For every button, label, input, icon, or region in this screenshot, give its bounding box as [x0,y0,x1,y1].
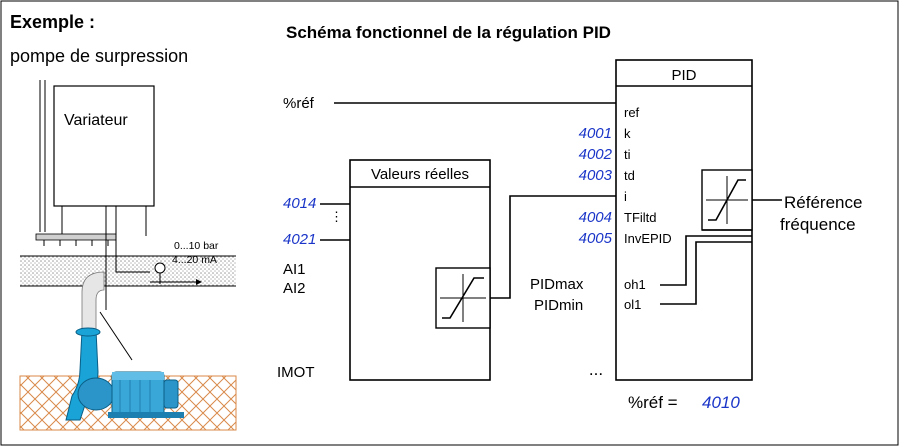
output-label-line2: fréquence [780,215,856,234]
motor-base [108,412,184,418]
signal-ai1: AI1 [283,261,306,278]
param-4005: 4005 [579,230,613,247]
pump-flange [75,327,101,337]
vertical-ellipsis: ⋮ [330,209,343,224]
signal-ai2: AI2 [283,280,306,297]
pid-input-td: td [624,168,635,183]
sensor-range-bar: 0...10 bar [174,240,219,252]
pump-housing [77,377,115,411]
actual-values-label: Valeurs réelles [371,166,469,183]
motor-fins [119,380,151,412]
example-title: Exemple : [10,12,95,32]
ref-input-label: %réf [283,95,315,112]
ref-param-value: 4010 [702,393,740,412]
output-label-line1: Référence [784,193,862,212]
pump-pipe [65,329,99,421]
actual-limiter-curve-icon [442,277,484,319]
param-4014: 4014 [283,195,316,212]
sensor-range-ma: 4...20 mA [172,254,217,266]
ref-param-label: %réf = [628,393,678,412]
motor-cable [99,311,133,361]
pressure-sensor-icon [154,262,166,274]
pid-input-ref: ref [624,105,640,120]
pid-input-i: i [624,189,627,204]
flow-arrow-head-icon [196,279,202,285]
example-subtitle: pompe de surpression [10,46,188,66]
param-4001: 4001 [579,125,612,142]
sensor-wire [115,206,150,273]
pid-input-ti: ti [624,147,631,162]
pid-input-ol1: ol1 [624,297,641,312]
pid-input-tfiltd: TFiltd [624,210,657,225]
actual-to-pid-link [490,195,616,299]
diagram-title: Schéma fonctionnel de la régulation PID [286,23,611,42]
pipe-elbow [81,271,105,331]
signal-imot: IMOT [277,364,315,381]
ellipsis-text: ... [589,360,603,379]
pidmax-label: PIDmax [530,276,584,293]
drive-cabinet [53,85,155,207]
ol1-link [660,241,702,305]
param-4003: 4003 [579,167,613,184]
cabinet-base [35,233,117,241]
pidmin-label: PIDmin [534,297,583,314]
oh1-link [660,235,702,286]
param-4021: 4021 [283,231,316,248]
drive-label: Variateur [64,112,128,129]
pid-input-k: k [624,126,631,141]
motor-highlight [112,372,164,380]
motor-endcap [163,379,179,409]
pid-input-oh1: oh1 [624,277,646,292]
limiter-curve-icon [708,179,746,221]
param-4004: 4004 [579,209,612,226]
param-4002: 4002 [579,146,613,163]
pid-title: PID [671,67,696,84]
pid-input-invepid: InvEPID [624,231,672,246]
cabinet-base-ticks [43,240,109,246]
